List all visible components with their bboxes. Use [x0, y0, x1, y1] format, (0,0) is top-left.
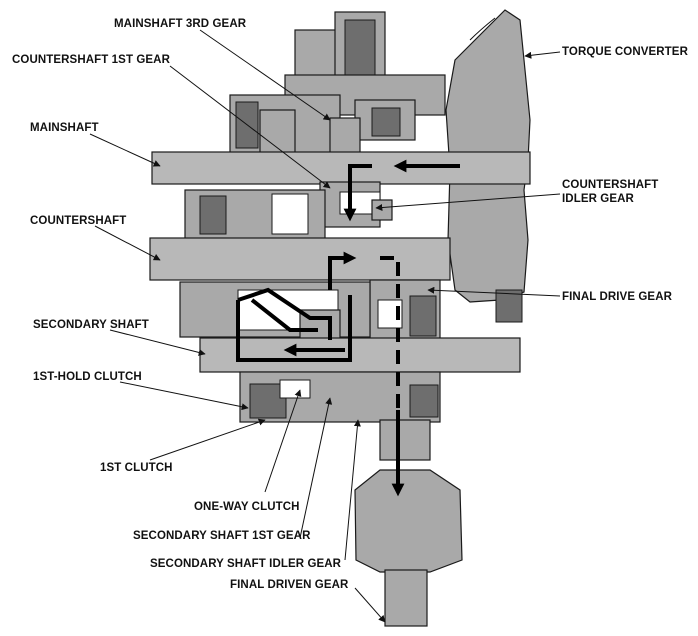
- label-1st-clutch: 1ST CLUTCH: [100, 462, 173, 474]
- label-mainshaft: MAINSHAFT: [30, 122, 99, 134]
- label-one-way-clutch: ONE-WAY CLUTCH: [194, 501, 300, 513]
- label-secondary-shaft-1st-gear: SECONDARY SHAFT 1ST GEAR: [133, 530, 311, 542]
- label-final-drive-gear: FINAL DRIVE GEAR: [562, 291, 673, 303]
- label-1st-hold-clutch: 1ST-HOLD CLUTCH: [33, 371, 142, 383]
- power-flow-path: [236, 159, 460, 497]
- mainshaft-gear-group: [229, 94, 361, 159]
- final-drive-gear: [369, 279, 441, 341]
- secondary-shaft-gear-group: [179, 281, 371, 341]
- first-clutch-assembly: [239, 371, 441, 423]
- label-final-driven-gear: FINAL DRIVEN GEAR: [230, 579, 349, 591]
- countershaft-idler-gear: [319, 181, 393, 228]
- label-mainshaft-3rd-gear: MAINSHAFT 3RD GEAR: [114, 18, 247, 30]
- mainshaft: [151, 151, 531, 185]
- final-driven-gear: [354, 419, 463, 627]
- countershaft: [149, 237, 451, 281]
- leader-lines: [89, 29, 561, 623]
- label-countershaft-1st-gear: COUNTERSHAFT 1ST GEAR: [12, 54, 170, 66]
- secondary-shaft: [199, 337, 521, 373]
- label-countershaft: COUNTERSHAFT: [30, 215, 127, 227]
- label-torque-converter: TORQUE CONVERTER: [562, 46, 688, 58]
- label-countershaft-idler-gear-line2: IDLER GEAR: [562, 193, 634, 205]
- label-secondary-shaft-idler-gear: SECONDARY SHAFT IDLER GEAR: [150, 558, 342, 570]
- label-countershaft-idler-gear-line1: COUNTERSHAFT: [562, 179, 659, 191]
- countershaft-gear-group: [184, 189, 326, 241]
- label-secondary-shaft: SECONDARY SHAFT: [33, 319, 149, 331]
